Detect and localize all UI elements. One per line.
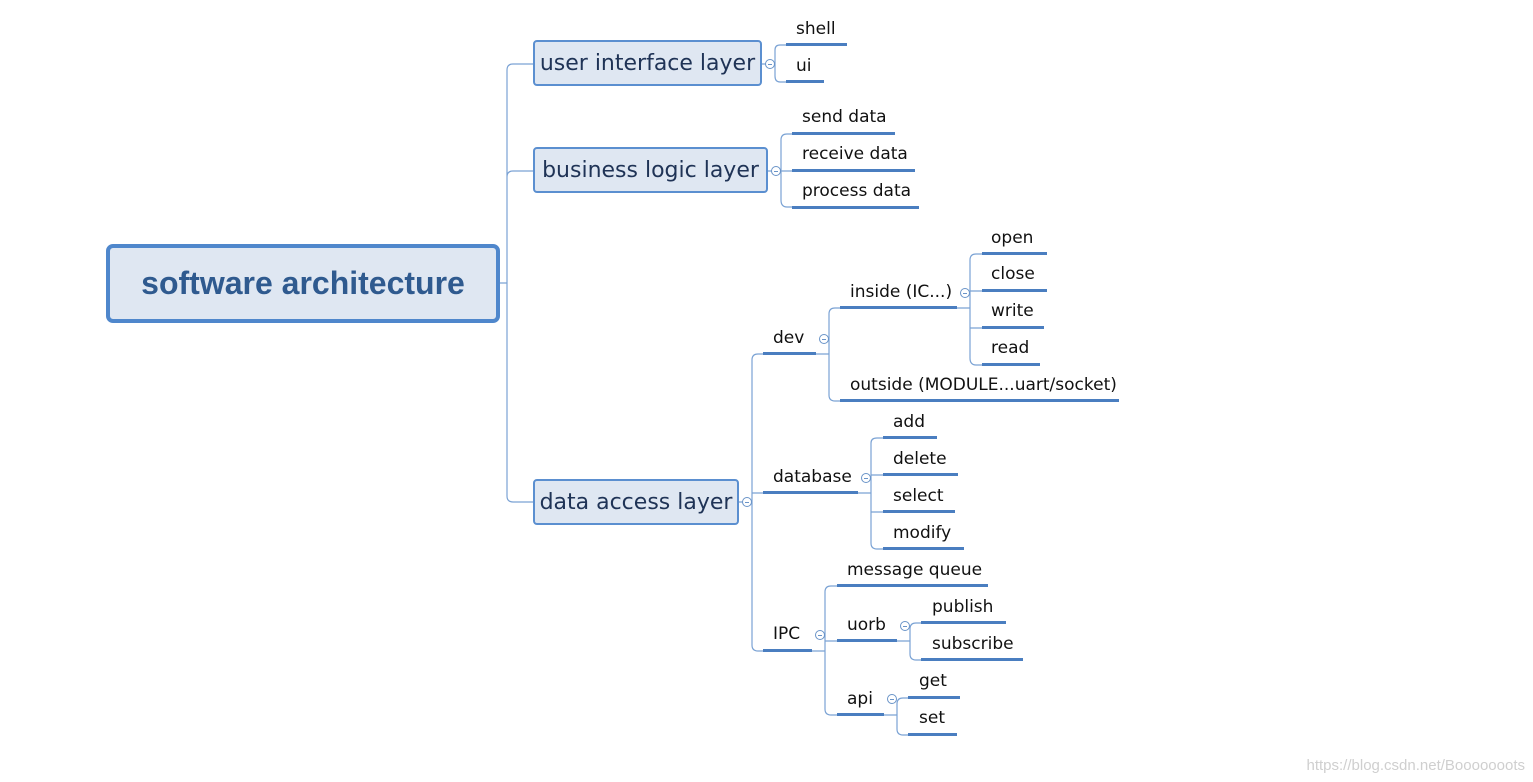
database-connector xyxy=(858,437,883,550)
topic-underline xyxy=(982,252,1047,255)
topic-publish[interactable]: publish xyxy=(932,597,994,617)
topic-underline xyxy=(792,132,895,135)
ipc-connector xyxy=(812,585,837,716)
topic-delete[interactable]: delete xyxy=(893,449,947,469)
topic-shell[interactable]: shell xyxy=(796,19,836,39)
topic-underline xyxy=(763,352,816,355)
topic-close[interactable]: close xyxy=(991,264,1035,284)
topic-underline xyxy=(786,43,847,46)
collapse-icon[interactable] xyxy=(742,497,752,507)
watermark: https://blog.csdn.net/Booooooots xyxy=(1306,757,1526,774)
topic-database[interactable]: database xyxy=(773,467,852,487)
topic-open[interactable]: open xyxy=(991,228,1034,248)
dev-connector xyxy=(816,307,840,402)
collapse-icon[interactable] xyxy=(819,334,829,344)
topic-uorb[interactable]: uorb xyxy=(847,615,886,635)
collapse-icon[interactable] xyxy=(887,694,897,704)
topic-set[interactable]: set xyxy=(919,708,945,728)
collapse-icon[interactable] xyxy=(861,473,871,483)
topic-underline xyxy=(883,547,964,550)
topic-data-access-layer[interactable]: data access layer xyxy=(533,479,739,525)
topic-underline xyxy=(840,399,1119,402)
root-topic[interactable]: software architecture xyxy=(106,244,500,323)
topic-underline xyxy=(883,473,958,476)
topic-underline xyxy=(921,621,1006,624)
topic-underline xyxy=(840,306,957,309)
topic-inside[interactable]: inside (IC...) xyxy=(850,282,953,302)
topic-user-interface-layer[interactable]: user interface layer xyxy=(533,40,762,86)
collapse-icon[interactable] xyxy=(765,59,775,69)
topic-api[interactable]: api xyxy=(847,689,873,709)
topic-underline xyxy=(792,169,915,172)
topic-underline xyxy=(982,326,1044,329)
collapse-icon[interactable] xyxy=(815,630,825,640)
topic-subscribe[interactable]: subscribe xyxy=(932,634,1014,654)
topic-underline xyxy=(883,510,955,513)
topic-underline xyxy=(883,436,937,439)
api-connector xyxy=(884,697,908,736)
inside-connector xyxy=(957,253,982,366)
topic-receive-data[interactable]: receive data xyxy=(802,144,908,164)
topic-write[interactable]: write xyxy=(991,301,1034,321)
topic-underline xyxy=(982,363,1040,366)
topic-underline xyxy=(763,491,858,494)
topic-business-logic-layer[interactable]: business logic layer xyxy=(533,147,768,193)
topic-underline xyxy=(908,696,960,699)
topic-underline xyxy=(786,80,824,83)
root-connector xyxy=(496,63,533,503)
topic-underline xyxy=(908,733,957,736)
uorb-connector xyxy=(897,622,921,661)
topic-underline xyxy=(982,289,1047,292)
topic-get[interactable]: get xyxy=(919,671,947,691)
topic-dev[interactable]: dev xyxy=(773,328,805,348)
topic-underline xyxy=(792,206,919,209)
topic-add[interactable]: add xyxy=(893,412,925,432)
topic-outside[interactable]: outside (MODULE...uart/socket) xyxy=(850,375,1117,395)
topic-message-queue[interactable]: message queue xyxy=(847,560,983,580)
topic-send-data[interactable]: send data xyxy=(802,107,887,127)
collapse-icon[interactable] xyxy=(960,288,970,298)
topic-ui[interactable]: ui xyxy=(796,56,812,76)
topic-modify[interactable]: modify xyxy=(893,523,952,543)
topic-underline xyxy=(921,658,1023,661)
topic-underline xyxy=(837,713,884,716)
collapse-icon[interactable] xyxy=(900,621,910,631)
topic-underline xyxy=(763,649,812,652)
topic-select[interactable]: select xyxy=(893,486,944,506)
topic-ipc[interactable]: IPC xyxy=(773,624,801,644)
topic-underline xyxy=(837,584,988,587)
topic-process-data[interactable]: process data xyxy=(802,181,912,201)
topic-read[interactable]: read xyxy=(991,338,1030,358)
collapse-icon[interactable] xyxy=(771,166,781,176)
topic-underline xyxy=(837,639,897,642)
